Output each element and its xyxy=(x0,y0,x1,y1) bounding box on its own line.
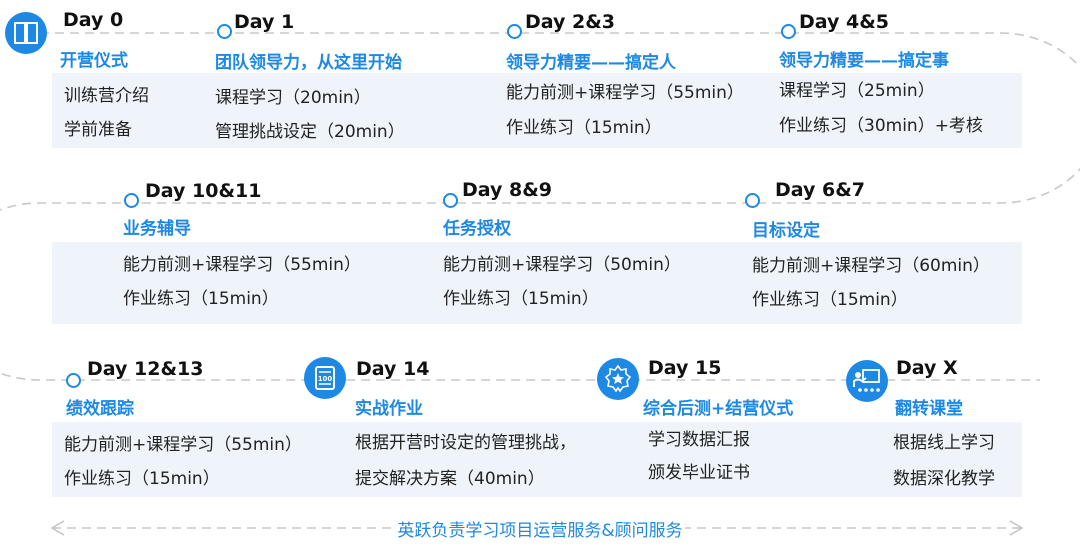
step-title: 领导力精要——搞定人 xyxy=(506,53,676,73)
step-detail: 能力前测+课程学习（55min） xyxy=(506,83,744,103)
row-2-band xyxy=(52,242,1022,324)
step-detail: 作业练习（15min） xyxy=(752,290,908,310)
timeline-node xyxy=(745,193,760,208)
footer-arrow-left-head xyxy=(50,520,65,536)
row-3-band xyxy=(52,422,1022,497)
step-detail: 能力前测+课程学习（50min） xyxy=(443,255,681,275)
step-detail: 根据开营时设定的管理挑战， xyxy=(355,433,576,453)
day-label: Day 10&11 xyxy=(145,180,262,202)
step-detail: 学习数据汇报 xyxy=(648,430,750,450)
step-detail: 颁发毕业证书 xyxy=(648,463,750,483)
award-badge-icon xyxy=(597,358,639,400)
day-label: Day 0 xyxy=(63,9,124,31)
day-label: Day 15 xyxy=(648,357,722,379)
book-icon xyxy=(5,12,47,54)
row-1-band xyxy=(52,73,1022,148)
timeline-node xyxy=(124,193,139,208)
footer-caption: 英跃负责学习项目运营服务&顾问服务 xyxy=(0,521,1080,541)
day-label: Day 6&7 xyxy=(775,179,866,201)
step-detail: 提交解决方案（40min） xyxy=(355,469,545,489)
day-label: Day 4&5 xyxy=(799,11,890,33)
step-title: 翻转课堂 xyxy=(895,399,963,419)
step-title: 综合后测+结营仪式 xyxy=(643,399,794,419)
step-detail: 作业练习（30min）+考核 xyxy=(779,116,983,136)
day-label: Day 12&13 xyxy=(87,358,204,380)
step-detail: 学前准备 xyxy=(64,120,132,140)
step-title: 实战作业 xyxy=(355,399,423,419)
step-detail: 能力前测+课程学习（55min） xyxy=(64,435,302,455)
classroom-teacher-icon xyxy=(846,360,888,402)
step-title: 业务辅导 xyxy=(123,219,191,239)
step-detail: 作业练习（15min） xyxy=(506,118,662,138)
footer-text: 英跃负责学习项目运营服务&顾问服务 xyxy=(395,521,685,541)
timeline-node xyxy=(781,24,796,39)
journey-dashed-line xyxy=(0,32,1080,381)
timeline-node xyxy=(217,24,232,39)
step-detail: 作业练习（15min） xyxy=(443,289,599,309)
timeline-node xyxy=(66,373,81,388)
svg-text:100: 100 xyxy=(318,375,333,383)
step-detail: 课程学习（20min） xyxy=(215,88,371,108)
day-label: Day 14 xyxy=(356,358,430,380)
day-label: Day 2&3 xyxy=(525,11,616,33)
step-detail: 训练营介绍 xyxy=(64,86,149,106)
score-100-icon: 100 xyxy=(304,357,346,399)
day-label: Day 1 xyxy=(234,11,295,33)
step-detail: 管理挑战设定（20min） xyxy=(215,122,405,142)
step-title: 任务授权 xyxy=(443,219,511,239)
timeline-node xyxy=(443,193,458,208)
timeline-node xyxy=(507,24,522,39)
step-detail: 作业练习（15min） xyxy=(123,289,279,309)
step-detail: 能力前测+课程学习（60min） xyxy=(752,256,990,276)
step-detail: 根据线上学习 xyxy=(893,433,995,453)
step-title: 目标设定 xyxy=(752,221,820,241)
footer-arrow-right-head xyxy=(1009,520,1024,536)
step-detail: 作业练习（15min） xyxy=(64,469,220,489)
step-detail: 数据深化教学 xyxy=(893,469,995,489)
step-title: 开营仪式 xyxy=(60,51,128,71)
step-title: 团队领导力，从这里开始 xyxy=(215,53,402,73)
day-label: Day X xyxy=(896,357,958,379)
step-title: 绩效跟踪 xyxy=(66,399,134,419)
day-label: Day 8&9 xyxy=(462,179,553,201)
step-title: 领导力精要——搞定事 xyxy=(779,51,949,71)
step-detail: 课程学习（25min） xyxy=(779,81,935,101)
step-detail: 能力前测+课程学习（55min） xyxy=(123,255,361,275)
